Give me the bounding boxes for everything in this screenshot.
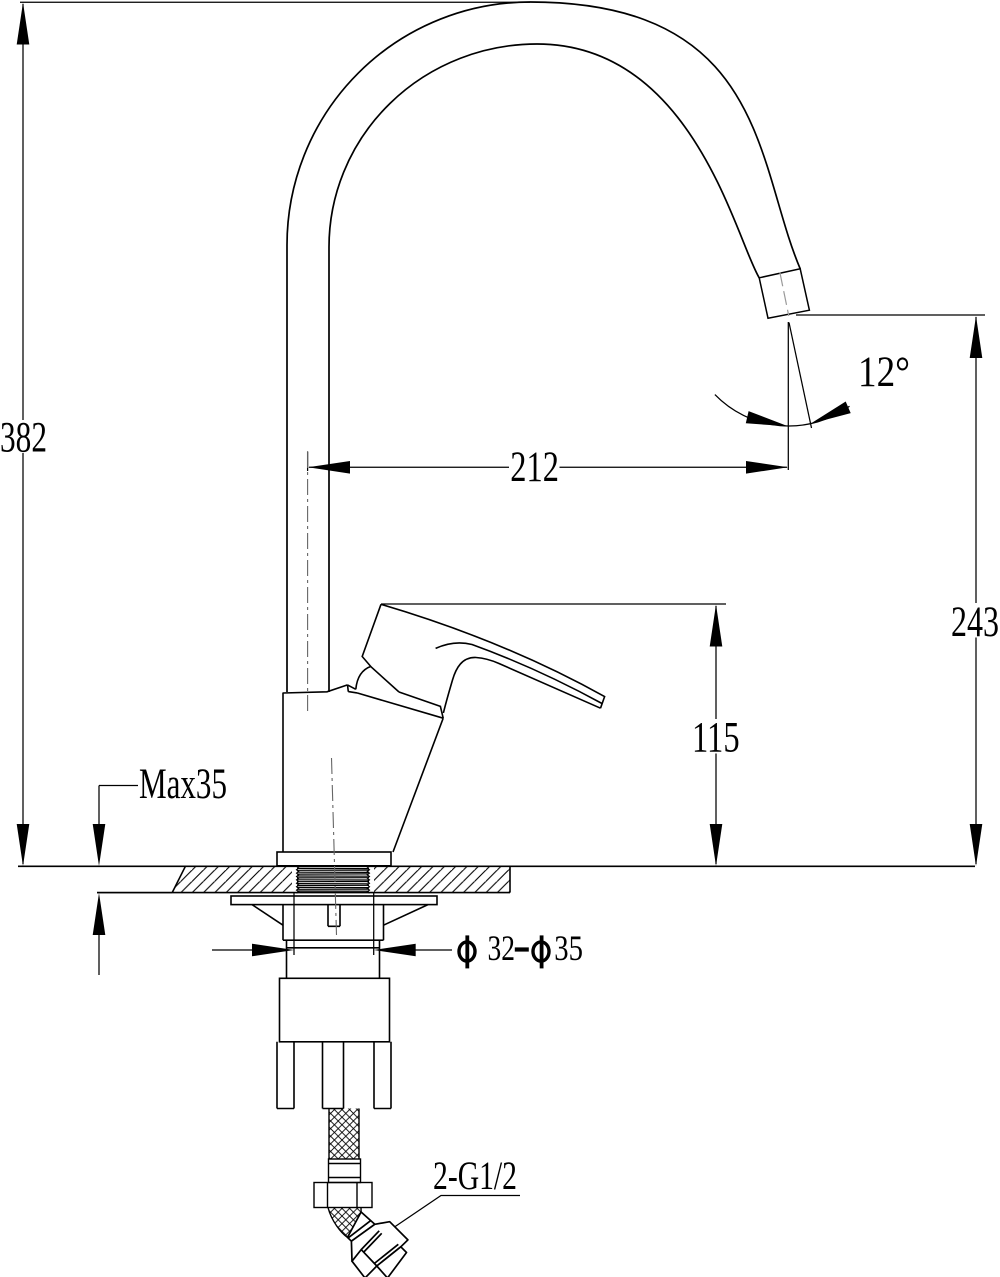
svg-text:212: 212 bbox=[510, 444, 559, 491]
svg-text:12°: 12° bbox=[858, 349, 910, 396]
svg-text:Max35: Max35 bbox=[139, 761, 227, 808]
svg-text:32: 32 bbox=[488, 928, 516, 968]
svg-text:243: 243 bbox=[951, 599, 999, 646]
svg-text:35: 35 bbox=[554, 928, 583, 968]
svg-text:115: 115 bbox=[692, 715, 740, 762]
svg-text:2-G1/2: 2-G1/2 bbox=[433, 1153, 517, 1198]
svg-text:382: 382 bbox=[0, 415, 47, 462]
